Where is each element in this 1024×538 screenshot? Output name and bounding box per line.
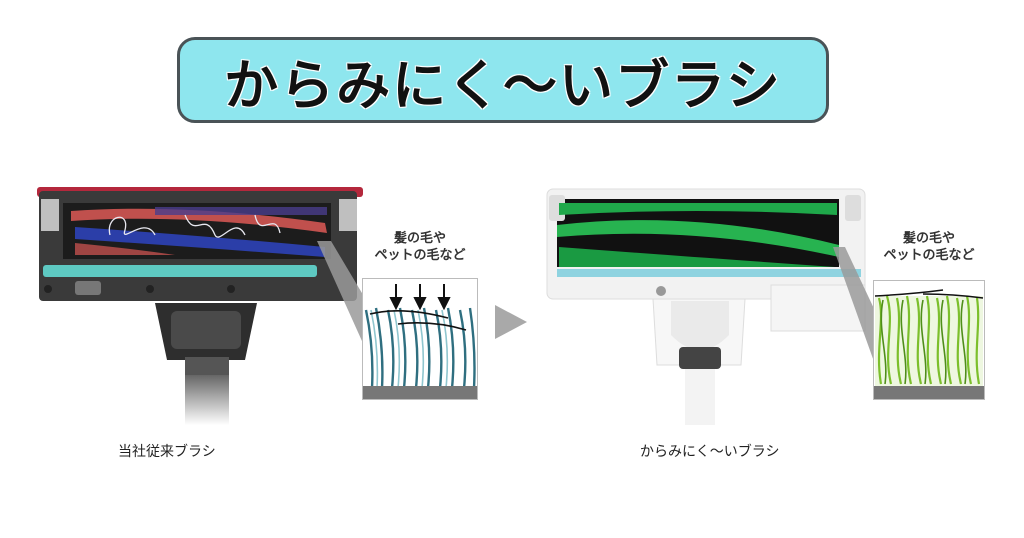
title-banner: からみにく〜いブラシ: [177, 37, 829, 123]
left-callout-label: 髪の毛や ペットの毛など: [362, 230, 478, 264]
play-triangle-icon: [495, 305, 527, 339]
tangle-free-bristle-inset: [873, 280, 985, 400]
right-callout-line2: ペットの毛など: [883, 248, 975, 263]
left-callout-line2: ペットの毛など: [374, 248, 466, 263]
conventional-brush-caption: 当社従来ブラシ: [118, 444, 216, 460]
left-callout-line1: 髪の毛や: [393, 231, 446, 246]
conventional-brush-image: [37, 187, 365, 425]
tangle-free-brush-image: [546, 188, 875, 425]
right-callout-line1: 髪の毛や: [902, 231, 955, 246]
banner-title: からみにく〜いブラシ: [224, 53, 782, 117]
right-callout-label: 髪の毛や ペットの毛など: [873, 230, 985, 264]
conventional-bristle-inset: [362, 278, 478, 400]
tangle-free-brush-caption: からみにく〜いブラシ: [640, 444, 780, 460]
